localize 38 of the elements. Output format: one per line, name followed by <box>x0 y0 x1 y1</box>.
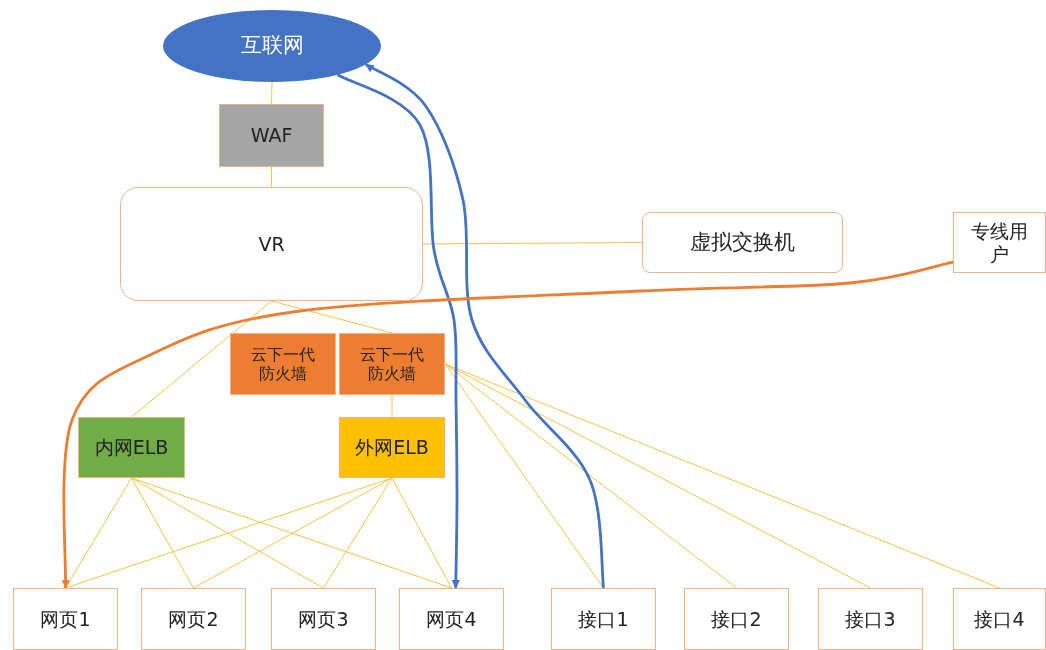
connector-line <box>444 363 604 589</box>
connector-line <box>131 477 324 589</box>
user-box: 专线用户 <box>953 212 1046 273</box>
page-box: 接口3 <box>818 588 923 650</box>
connector-line <box>271 81 273 105</box>
connector-line <box>131 477 452 589</box>
connector-line <box>65 477 393 589</box>
connector-line <box>323 477 393 589</box>
firewall-box: 云下一代防火墙 <box>230 333 336 395</box>
process-box: WAF <box>219 104 324 167</box>
page-box: 网页4 <box>399 588 504 650</box>
page-box: 网页1 <box>13 588 118 650</box>
connector-line <box>444 363 871 589</box>
connector-line <box>444 363 1000 589</box>
firewall-box: 云下一代防火墙 <box>339 333 445 395</box>
switch-box: 虚拟交换机 <box>642 212 843 273</box>
load-balancer-box: 内网ELB <box>78 417 185 478</box>
connector-line <box>131 300 272 418</box>
page-box: 接口2 <box>684 588 789 650</box>
connector-line <box>422 242 643 245</box>
router-box: VR <box>120 187 423 301</box>
page-box: 接口4 <box>953 588 1046 650</box>
page-box: 网页2 <box>141 588 246 650</box>
page-box: 网页3 <box>271 588 376 650</box>
arrow <box>364 63 605 589</box>
connector-line <box>391 477 452 589</box>
arrow <box>61 260 954 589</box>
connector-line <box>391 394 393 418</box>
page-box: 接口1 <box>551 588 656 650</box>
connector-line <box>444 363 737 589</box>
internet-ellipse: 互联网 <box>163 10 381 82</box>
connector-line <box>271 300 393 334</box>
connector-line <box>193 477 393 589</box>
load-balancer-box: 外网ELB <box>339 417 445 478</box>
connector-line <box>271 166 272 188</box>
arrow <box>336 73 460 589</box>
connector-line <box>65 477 132 589</box>
connector-line <box>131 477 194 589</box>
